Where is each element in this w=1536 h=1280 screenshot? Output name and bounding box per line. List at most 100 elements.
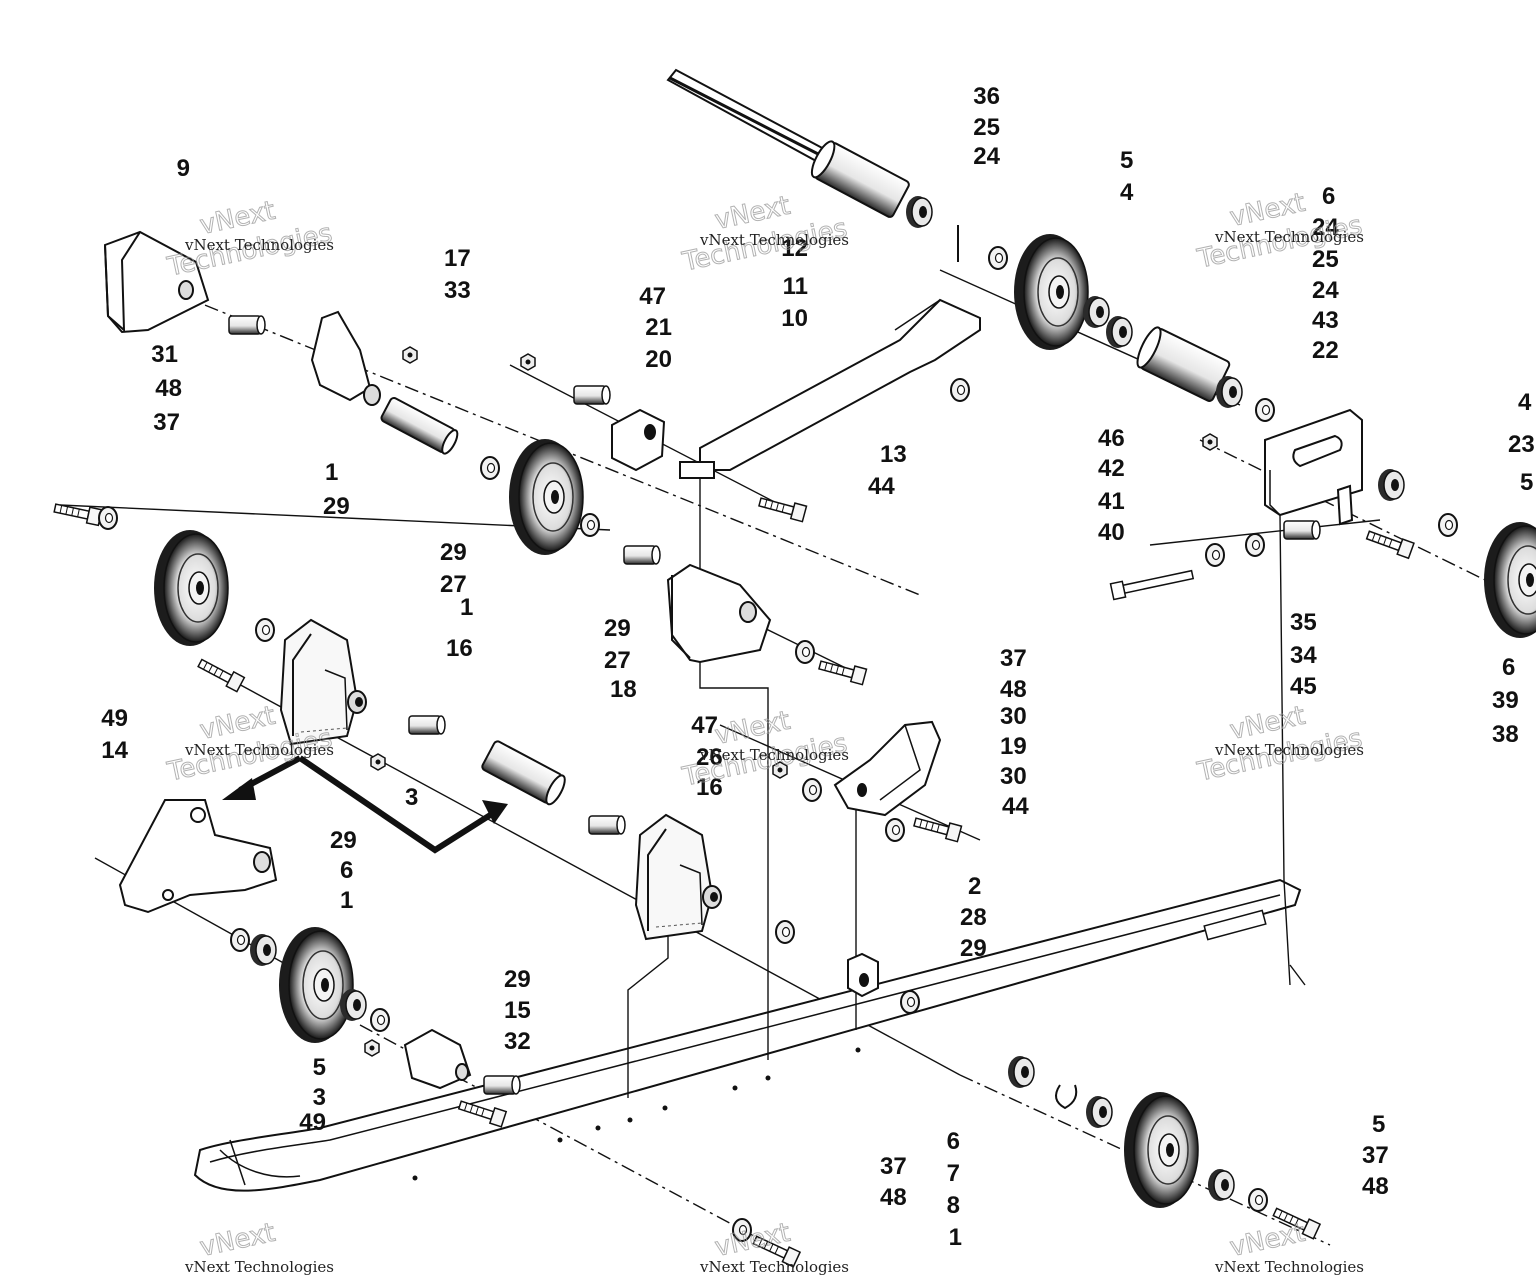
callout-8: 8 [947, 1192, 960, 1219]
spacer-31 [228, 315, 266, 335]
callout-6: 6 [1322, 183, 1335, 210]
part-number-label: 16 [696, 774, 723, 801]
part-number-label: 22 [1312, 337, 1339, 364]
svg-text:vNext Technologies: vNext Technologies [1214, 741, 1364, 759]
svg-text:vNext Technologies: vNext Technologies [1214, 228, 1364, 246]
bracket-16-right [635, 814, 722, 940]
direction-arrow [222, 755, 508, 854]
tube-27-low [481, 740, 566, 806]
part-number-label: 47 [691, 712, 718, 739]
washer-2 [775, 920, 795, 944]
svg-text:vNext Technologies: vNext Technologies [184, 741, 334, 759]
washer-5-top [988, 246, 1008, 270]
part-number-label: 6 [1502, 654, 1515, 681]
washer-5-lowright [1207, 1168, 1235, 1202]
part-number-label: 37 [153, 409, 180, 436]
washer-13 [950, 378, 970, 402]
washer-29-mid [580, 513, 600, 537]
part-number-label: 44 [868, 473, 895, 500]
part-number-label: 17 [444, 245, 471, 272]
callout-3: 3 [405, 784, 418, 811]
spacer-26 [588, 815, 626, 835]
callout-4: 4 [1518, 389, 1532, 416]
watermark: vNext vNext Technologies [184, 1217, 334, 1276]
callout-17: 17 [444, 245, 471, 272]
callout-26: 26 [696, 744, 723, 771]
wheel-1-left [153, 529, 229, 647]
callout-42: 42 [1098, 455, 1125, 482]
callout-32: 32 [504, 1028, 531, 1055]
callout-33: 33 [444, 277, 471, 304]
watermark: vNext vNext Technologies [1214, 1217, 1364, 1276]
part-number-label: 48 [1000, 676, 1027, 703]
part-number-label: 30 [1000, 763, 1027, 790]
svg-text:vNext Technologies: vNext Technologies [699, 231, 849, 249]
spacer-27-left [408, 715, 446, 735]
bracket-18 [666, 563, 772, 664]
part-number-label: 21 [645, 314, 672, 341]
callout-37: 37 [1000, 645, 1027, 672]
nut-47-top [520, 353, 536, 371]
callout-16: 16 [696, 774, 723, 801]
callout-30: 30 [1000, 703, 1027, 730]
part-number-label: 37 [1362, 1142, 1389, 1169]
block-28 [847, 952, 879, 998]
part-number-label: 35 [1290, 609, 1317, 636]
spacer-32 [483, 1075, 521, 1095]
callout-14: 14 [101, 737, 129, 764]
part-number-label: 33 [444, 277, 471, 304]
part-number-label: 5 [313, 1054, 326, 1081]
callout-10: 10 [781, 305, 808, 332]
block-20 [611, 408, 666, 472]
callout-23: 23 [1508, 431, 1535, 458]
callout-20: 20 [645, 346, 672, 373]
bolt-49-left [195, 655, 246, 693]
callout-38: 38 [1492, 721, 1519, 748]
part-number-label: 30 [1000, 703, 1027, 730]
callout-29: 29 [960, 935, 987, 962]
callout-47: 47 [639, 283, 666, 310]
callout-25: 25 [973, 114, 1000, 141]
callout-36: 36 [973, 83, 1000, 110]
bushing-6-right [1007, 1055, 1035, 1089]
part-number-label: 4 [1518, 389, 1532, 416]
svg-text:vNext Technologies: vNext Technologies [1214, 1258, 1364, 1276]
spacer-mid [623, 545, 661, 565]
callout-6: 6 [1502, 654, 1515, 681]
part-number-label: 29 [440, 539, 467, 566]
part-number-label: 45 [1290, 673, 1317, 700]
arm-10-11 [679, 298, 981, 479]
part-number-label: 34 [1290, 642, 1317, 669]
part-number-label: 37 [880, 1153, 907, 1180]
part-number-label: 29 [960, 935, 987, 962]
plate-22 [1264, 408, 1363, 517]
washer-5-low [339, 988, 367, 1022]
part-number-label: 31 [151, 341, 178, 368]
part-number-label: 40 [1098, 519, 1125, 546]
washer-37-lowright [1248, 1188, 1268, 1212]
bushing-24-top [905, 195, 933, 229]
part-number-label: 3 [405, 784, 418, 811]
bracket-9 [103, 230, 210, 334]
callout-29: 29 [604, 615, 631, 642]
callout-22: 22 [1312, 337, 1339, 364]
callout-6: 6 [340, 857, 353, 884]
watermark: vNext Technologies vNext Technologies [1194, 700, 1366, 788]
callout-6: 6 [947, 1128, 960, 1155]
callout-21: 21 [645, 314, 672, 341]
part-number-label: 3 [313, 1084, 326, 1111]
part-number-label: 29 [323, 493, 350, 520]
part-number-label: 1 [949, 1224, 962, 1251]
watermark: vNext Technologies vNext Technologies [1194, 187, 1366, 275]
parts [52, 68, 1536, 1268]
callout-27: 27 [440, 571, 467, 598]
callout-45: 45 [1290, 673, 1317, 700]
part-number-label: 10 [781, 305, 808, 332]
callout-18: 18 [610, 676, 637, 703]
callout-29: 29 [330, 827, 357, 854]
part-number-label: 24 [973, 143, 1000, 170]
callout-48: 48 [880, 1184, 907, 1211]
bolt-48-mid [817, 656, 868, 686]
tube-27-top [380, 397, 459, 455]
part-number-label: 24 [1312, 214, 1339, 241]
